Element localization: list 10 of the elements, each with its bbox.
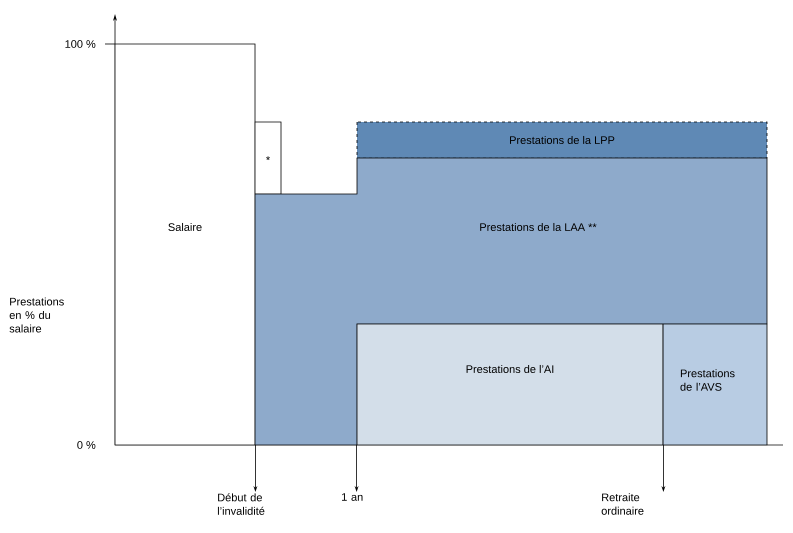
benefit-area: Prestations de l’AVS — [662, 324, 768, 446]
tick-label: 0 % — [77, 441, 96, 449]
time-label: 1 an — [342, 493, 362, 501]
benefit-band: Prestations de la LPP — [356, 122, 768, 158]
supplement-box: * — [254, 122, 282, 194]
benefit-area: Prestations de l’AI — [356, 324, 664, 446]
time-label: Retraite ordinaire — [602, 493, 644, 515]
time-label: Début de l’invalidité — [218, 493, 264, 515]
axis-title: Prestations en % du salaire — [10, 297, 64, 333]
tick-label: 100 % — [65, 40, 96, 48]
